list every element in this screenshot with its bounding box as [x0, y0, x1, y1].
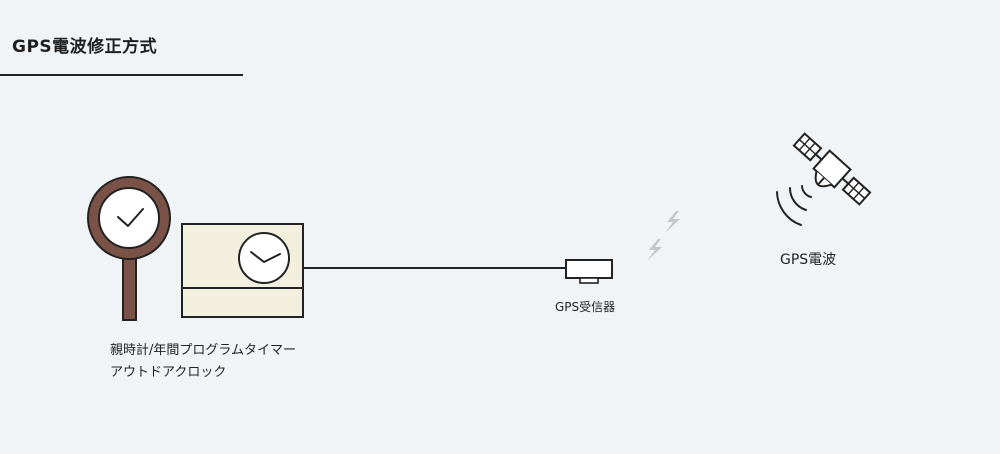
outdoor-clock-pole — [122, 253, 137, 321]
outdoor-clock-icon — [87, 176, 171, 321]
master-clock-icon — [181, 223, 304, 318]
gps-wave-label: GPS電波 — [780, 252, 837, 268]
satellite-wave-middle — [788, 187, 807, 211]
satellite-icon — [776, 132, 872, 226]
master-clock-label-line1: 親時計/年間プログラムタイマー — [110, 343, 296, 358]
lightning-icon — [665, 211, 680, 233]
gps-receiver-base — [579, 277, 599, 284]
gps-receiver-icon — [565, 259, 613, 284]
master-clock-hands — [250, 251, 281, 263]
lightning-icon — [647, 239, 662, 261]
master-clock-dial — [238, 232, 290, 284]
outdoor-clock-dial — [98, 187, 160, 249]
page-title: GPS電波修正方式 — [12, 37, 158, 57]
signal-marks — [647, 211, 680, 261]
gps-receiver-body — [565, 259, 613, 279]
title-underline — [0, 74, 243, 76]
master-clock-label: 親時計/年間プログラムタイマー アウトドアクロック — [110, 340, 296, 384]
satellite-wave-inner — [801, 185, 812, 198]
gps-receiver-label: GPS受信器 — [555, 300, 616, 314]
outdoor-clock-hands — [117, 208, 144, 227]
satellite-wave-outer — [776, 191, 802, 226]
master-clock-label-line2: アウトドアクロック — [110, 365, 227, 380]
